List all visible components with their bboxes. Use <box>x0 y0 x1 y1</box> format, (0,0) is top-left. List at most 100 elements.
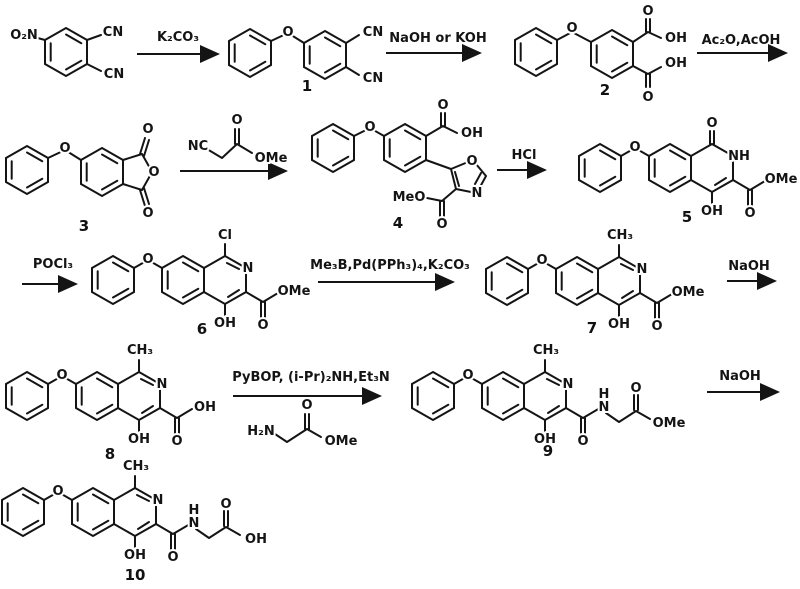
atom-label-o: O <box>642 4 653 19</box>
atom-label-ch3: CH₃ <box>127 343 153 358</box>
atom-label-cl: Cl <box>218 228 232 243</box>
reagent-label-step-5: HCl <box>511 148 537 163</box>
atom-label-no2: O₂N <box>10 28 38 43</box>
atom-label-o: O <box>436 217 447 232</box>
atom-label-oh: OH <box>701 204 723 219</box>
atom-label-h: H <box>599 387 610 402</box>
structure-compound-1: O CN CN <box>228 23 385 88</box>
compound-number-8: 8 <box>104 445 116 463</box>
reagent-label-step-3: Ac₂O,AcOH <box>701 33 781 48</box>
compound-number-7: 7 <box>586 319 598 337</box>
bonds <box>514 18 662 88</box>
compound-number-6: 6 <box>196 320 208 338</box>
bonds <box>2 475 241 550</box>
compound-number-4: 4 <box>392 214 404 232</box>
atom-label-n: N <box>472 186 483 201</box>
atom-label-o: O <box>52 484 63 499</box>
atom-label-n: N <box>563 377 574 392</box>
atom-label-o: O <box>651 319 662 334</box>
compound-number-10: 10 <box>124 566 146 584</box>
bonds <box>33 27 102 77</box>
atom-label-ome: OMe <box>653 416 686 431</box>
structure-compound-9: CH₃ O N H N O OMe O OH <box>403 341 688 451</box>
atom-label-ch3: CH₃ <box>607 228 633 243</box>
bonds <box>228 28 360 80</box>
atom-label-cn: CN <box>104 67 124 82</box>
atom-label-ome: OMe <box>325 434 358 449</box>
reagent-structure-methyl-cyanoacetate: NC O OMe <box>186 111 290 168</box>
compound-number-2: 2 <box>599 81 611 99</box>
atom-label-cn: CN <box>363 25 383 40</box>
compound-number-1: 1 <box>301 77 313 95</box>
atom-label-o: O <box>577 434 588 449</box>
atom-label-oh: OH <box>245 532 267 547</box>
compound-number-3: 3 <box>78 217 90 235</box>
bonds <box>274 413 322 443</box>
atom-label-oh: OH <box>665 56 687 71</box>
compound-number-5: 5 <box>681 208 693 226</box>
atom-label-o: O <box>536 253 547 268</box>
atom-label-ome: OMe <box>255 151 288 166</box>
atom-label-nc: NC <box>188 139 208 154</box>
structure-compound-10: CH₃ O N H N O OH O OH <box>0 457 269 567</box>
structure-compound-3: O O O O <box>5 120 162 223</box>
atom-label-o: O <box>706 116 717 131</box>
atom-label-o: O <box>167 550 178 565</box>
structure-compound-4: O O OH O N MeO O <box>311 96 487 234</box>
atom-label-cn: CN <box>103 25 123 40</box>
reagent-label-step-9: PyBOP, (i-Pr)₂NH,Et₃N <box>232 370 390 385</box>
atom-label-o: O <box>630 381 641 396</box>
atom-label-o: O <box>142 206 153 221</box>
atom-label-cn: CN <box>363 71 383 86</box>
atom-label-oh: OH <box>124 548 146 563</box>
atom-label-o: O <box>148 165 159 180</box>
bonds <box>5 137 152 207</box>
atom-label-o: O <box>220 497 231 512</box>
reagent-label-step-1: K₂CO₃ <box>156 30 200 45</box>
atom-label-ch3: CH₃ <box>533 343 559 358</box>
atom-label-oh: OH <box>194 400 216 415</box>
atom-label-o: O <box>642 90 653 105</box>
atom-label-ome: OMe <box>672 285 705 300</box>
reagent-label-step-6: POCl₃ <box>32 257 74 272</box>
atom-label-o: O <box>257 318 268 333</box>
atom-label-n: N <box>637 262 648 277</box>
structure-compound-5: O O NH OMe O OH <box>570 114 800 223</box>
atom-label-n: N <box>243 261 254 276</box>
atom-label-o: O <box>301 398 312 413</box>
atom-label-oh: OH <box>128 432 150 447</box>
reagent-label-step-10: NaOH <box>719 369 761 384</box>
atom-label-oh: OH <box>534 432 556 447</box>
bonds <box>6 359 193 434</box>
atom-label-o: O <box>231 113 242 128</box>
atom-label-o: O <box>56 368 67 383</box>
atom-label-o: O <box>629 140 640 155</box>
atom-label-n: N <box>599 400 610 415</box>
reagent-label-step-7: Me₃B,Pd(PPh₃)₄,K₂CO₃ <box>310 258 470 273</box>
atom-label-ch3: CH₃ <box>123 459 149 474</box>
atom-label-o: O <box>142 122 153 137</box>
atom-label-o: O <box>171 434 182 449</box>
reagent-structure-glycine-methyl-ester: H₂N O OMe <box>245 396 359 451</box>
atom-label-ome: OMe <box>765 172 798 187</box>
atom-label-o: O <box>142 252 153 267</box>
atom-label-o: O <box>364 120 375 135</box>
atom-label-n: N <box>189 516 200 531</box>
atom-label-meo: MeO <box>393 190 426 205</box>
atom-label-oh: OH <box>665 31 687 46</box>
reagent-label-step-2: NaOH or KOH <box>389 31 487 46</box>
structure-start-material: O₂N CN CN <box>8 23 126 84</box>
atom-label-h2n: H₂N <box>247 424 274 439</box>
atom-label-oh: OH <box>608 317 630 332</box>
bonds <box>311 112 487 220</box>
structure-compound-7: CH₃ O N OMe O OH <box>477 226 707 336</box>
atom-label-h: H <box>189 503 200 518</box>
bonds <box>412 359 651 434</box>
bonds <box>579 130 766 206</box>
atom-label-oh: OH <box>214 316 236 331</box>
atom-label-o: O <box>566 21 577 36</box>
bonds <box>206 128 253 159</box>
structure-compound-2: O O OH OH O <box>514 2 689 107</box>
